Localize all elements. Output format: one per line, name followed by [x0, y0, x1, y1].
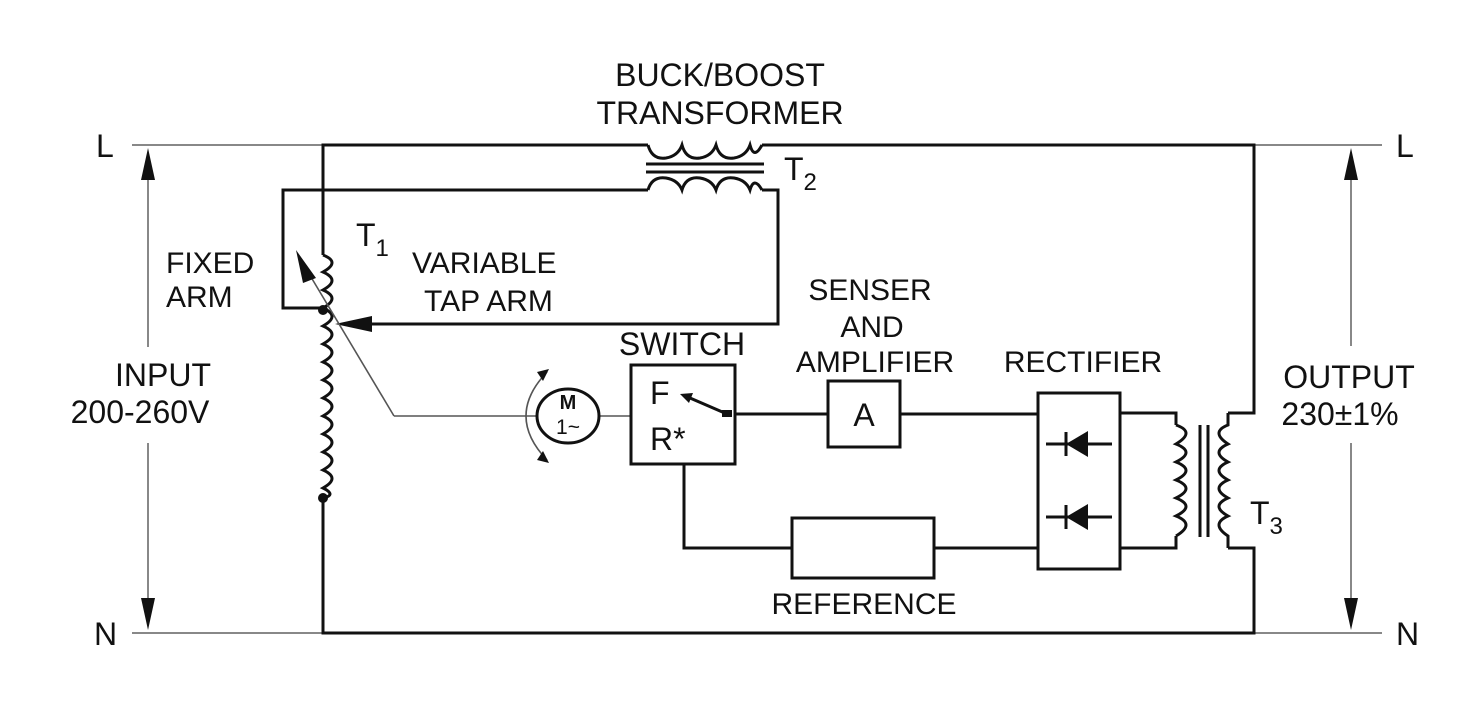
t2-label: T2 [784, 151, 817, 196]
switch-label: SWITCH [619, 326, 745, 362]
output-l-label: L [1396, 128, 1414, 164]
t3-transformer [1120, 411, 1232, 550]
t1-fixed-tap-dot [318, 305, 328, 315]
rotation-arrow-bottom [537, 451, 549, 463]
rotation-arc [525, 371, 548, 461]
output-label-line1: OUTPUT [1283, 359, 1415, 395]
servo-motor [394, 369, 630, 463]
fixed-arm-label-line2: ARM [166, 281, 233, 314]
variable-tap-label-line1: VARIABLE [412, 247, 557, 280]
input-rails [132, 144, 323, 634]
motor-m-label: M [560, 392, 577, 414]
t3-secondary-coil [1217, 413, 1232, 548]
motor-phase-label: 1~ [556, 416, 580, 439]
t2-primary-coil [646, 140, 764, 160]
t1-label: T1 [356, 217, 389, 262]
wire-variable-tap [350, 188, 780, 326]
buck-boost-label-line1: BUCK/BOOST [615, 57, 825, 93]
fixed-arm-label-line1: FIXED [166, 247, 254, 280]
senser-label-line2: AND [840, 311, 903, 344]
reference-label: REFERENCE [771, 588, 956, 621]
t3-label-main: T [1250, 495, 1270, 531]
rectifier-label: RECTIFIER [1004, 346, 1162, 379]
switch-pivot [722, 410, 732, 417]
switch-blade-arrow [680, 393, 693, 403]
t2-label-sub: 2 [804, 169, 817, 196]
t3-primary-coil [1172, 423, 1188, 538]
reference-box [790, 516, 936, 580]
t2-label-main: T [784, 151, 804, 187]
wire-fixed-arm [281, 188, 648, 310]
senser-label-line1: SENSER [808, 274, 931, 307]
output-arrow-down-head [1344, 598, 1358, 630]
diode-1-triangle [1066, 431, 1088, 457]
wire-neutral [321, 498, 1256, 635]
diode-2-triangle [1066, 504, 1088, 530]
wire-t2-to-output [762, 143, 1256, 415]
variable-tap-label-line2: TAP ARM [424, 285, 553, 318]
switch-f-label: F [650, 375, 670, 411]
input-label-line2: 200-260V [71, 394, 210, 430]
switch-r-label: R* [650, 421, 686, 457]
forward-reverse-switch [629, 363, 737, 466]
input-n-label: N [94, 616, 117, 652]
input-arrow-down-head [141, 598, 155, 630]
input-arrow-up-head [141, 148, 155, 180]
output-n-label: N [1396, 616, 1419, 652]
output-rails [1254, 144, 1382, 634]
main-wiring [281, 143, 1256, 635]
rotation-arrow-top [537, 369, 549, 381]
t1-label-sub: 1 [376, 235, 389, 262]
input-label-line1: INPUT [115, 357, 211, 393]
switch-box [629, 363, 737, 466]
wire-rect-to-t3-bottom [1120, 536, 1178, 550]
t2-secondary-coil [646, 176, 764, 195]
t3-label: T3 [1250, 495, 1283, 540]
output-arrow-up-head [1344, 148, 1358, 180]
motor-circle [535, 387, 601, 445]
t1-autotransformer [296, 250, 395, 503]
slider-arrow-head [296, 250, 316, 283]
wire-switch-to-reference [682, 464, 792, 550]
t1-bottom-dot [318, 493, 328, 503]
t2-transformer [646, 140, 764, 195]
switch-blade [689, 396, 728, 416]
input-l-label: L [96, 128, 114, 164]
wire-l-to-t2 [321, 143, 648, 255]
t1-coil [319, 253, 334, 500]
buck-boost-label-line2: TRANSFORMER [596, 95, 843, 131]
rectifier-box [1036, 391, 1122, 571]
senser-label-line3: AMPLIFIER [796, 346, 954, 379]
tap-arm-arrow-head [335, 316, 372, 332]
wire-rect-to-t3-top [1120, 411, 1178, 425]
t1-label-main: T [356, 217, 376, 253]
output-label-line2: 230±1% [1281, 396, 1398, 432]
slider-linkage [301, 261, 395, 417]
rectifier [1036, 391, 1122, 571]
t3-label-sub: 3 [1270, 513, 1283, 540]
amplifier-symbol: A [853, 397, 875, 433]
